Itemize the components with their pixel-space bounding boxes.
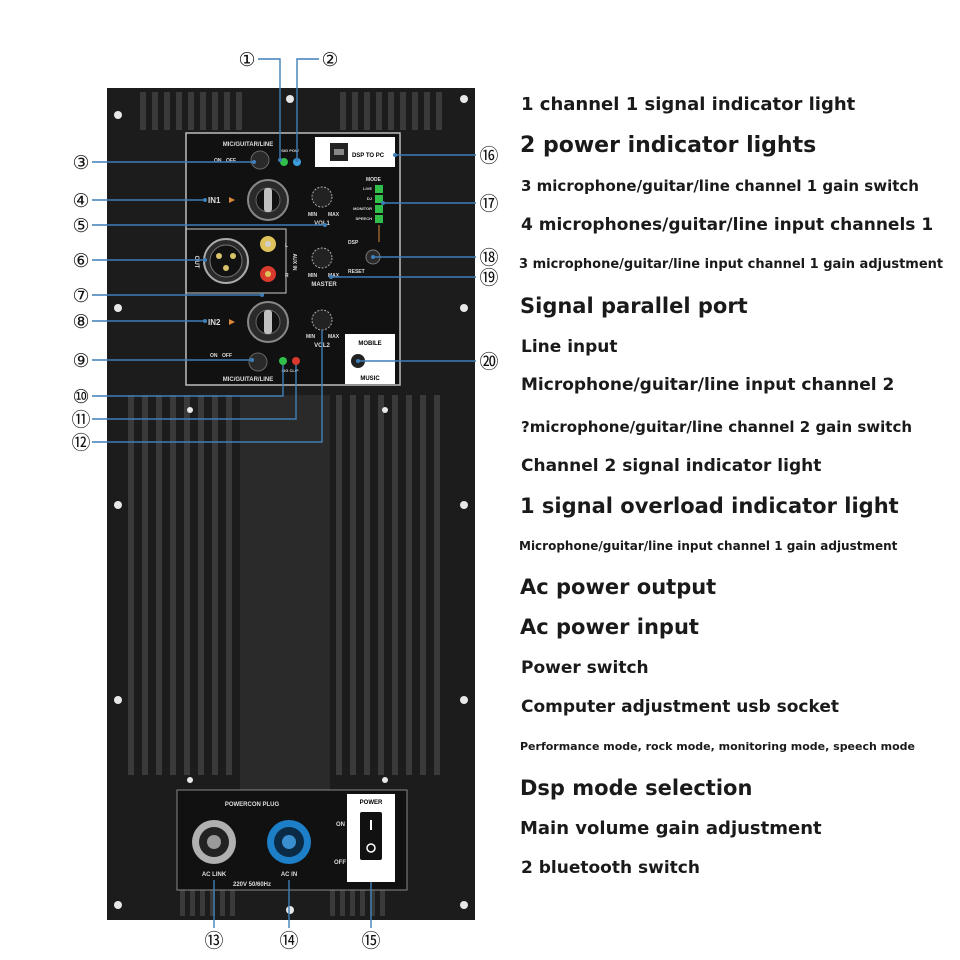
in2-label: IN2 — [208, 318, 221, 327]
reset-label: RESET — [348, 269, 365, 275]
out-label: OUT — [193, 256, 199, 269]
music-label: MUSIC — [360, 376, 380, 382]
callout-5: ⑤ — [72, 215, 89, 237]
vol1-min-label: MIN — [308, 212, 318, 218]
dsp-to-pc-label: DSP TO PC — [352, 153, 385, 159]
power-label: POWER — [360, 800, 383, 806]
vol2-max-label: MAX — [328, 334, 340, 340]
mic-guitar-line-top-label: MIC/GUITAR/LINE — [223, 142, 274, 148]
callout-dots — [203, 153, 397, 363]
mounting-holes — [114, 95, 468, 914]
vol2-knob[interactable] — [311, 309, 333, 331]
power-off-label: OFF — [334, 860, 346, 866]
out-box — [185, 228, 287, 294]
sig-clip-label: SIG CLIP — [281, 368, 298, 373]
vol2-min-label: MIN — [306, 334, 316, 340]
switch1-off-label: OFF — [226, 158, 236, 164]
voltage-label: 220V 50/60Hz — [233, 882, 271, 888]
left-fins — [128, 395, 232, 775]
in1-label: IN1 — [208, 196, 221, 205]
callout-4: ④ — [72, 190, 89, 212]
right-fins — [336, 395, 440, 775]
callout-9: ⑨ — [72, 350, 89, 372]
callout-8: ⑧ — [72, 311, 89, 333]
callout-3: ③ — [72, 152, 89, 174]
callout-7: ⑦ — [72, 285, 89, 307]
sig-pow-label: SIG POW — [281, 148, 299, 153]
aux-l-label: L — [285, 243, 288, 249]
switch1-on-label: ON — [214, 158, 222, 164]
callout-2: ② — [321, 49, 338, 71]
mode-dj-label: DJ — [367, 196, 372, 201]
mic-guitar-line-bottom-label: MIC/GUITAR/LINE — [223, 377, 274, 383]
vol1-max-label: MAX — [328, 212, 340, 218]
callout-14: ⑭ — [279, 930, 298, 952]
center-channel — [240, 395, 330, 790]
mode-label: MODE — [366, 177, 382, 183]
ac-link-label: AC LINK — [202, 872, 227, 878]
callout-17: ⑰ — [479, 193, 498, 215]
aux-r-label: R — [285, 273, 289, 279]
callout-12: ⑫ — [71, 432, 90, 454]
callout-numbers: ① ② ③ ④ ⑤ ⑥ ⑦ ⑧ ⑨ ⑩ ⑪ ⑫ ⑬ ⑭ ⑮ ⑯ ⑰ ⑱ ⑲ ⑳ — [71, 49, 498, 952]
master-knob[interactable] — [311, 247, 333, 269]
gain-switch-2[interactable] — [248, 352, 268, 372]
powercon-plug-label: POWERCON PLUG — [225, 802, 280, 808]
mobile-label: MOBILE — [358, 341, 381, 347]
mode-leds — [375, 185, 383, 223]
bottom-fins — [180, 890, 385, 916]
callout-10: ⑩ — [72, 386, 89, 408]
gain-switch-1[interactable] — [250, 150, 270, 170]
mode-speech-label: SPEECH — [356, 216, 373, 221]
callout-13: ⑬ — [204, 930, 223, 952]
ac-in-label: AC IN — [281, 872, 297, 878]
dsp-label: DSP — [348, 240, 359, 246]
power-switch[interactable] — [360, 812, 382, 860]
callout-1: ① — [238, 49, 255, 71]
vol1-label: VOL1 — [314, 221, 330, 227]
master-min-label: MIN — [308, 273, 318, 279]
signal-led-2 — [279, 357, 287, 365]
power-on-label: ON — [336, 822, 345, 828]
aux-in-label: AUX IN — [291, 254, 297, 271]
master-max-label: MAX — [328, 273, 340, 279]
callout-6: ⑥ — [72, 250, 89, 272]
top-fins — [140, 92, 442, 130]
mode-monitor-label: MONITOR — [353, 206, 372, 211]
mode-live-label: LIVE — [363, 186, 372, 191]
callout-19: ⑲ — [479, 267, 498, 289]
callout-20: ⑳ — [479, 351, 498, 373]
switch2-off-label: OFF — [222, 353, 232, 359]
dsp-to-pc-box — [315, 137, 395, 167]
clip-led — [292, 357, 300, 365]
vol1-knob[interactable] — [311, 186, 333, 208]
callout-18: ⑱ — [479, 247, 498, 269]
switch2-on-label: ON — [210, 353, 218, 359]
callout-15: ⑮ — [361, 930, 380, 952]
master-label: MASTER — [311, 282, 337, 288]
callout-lines — [92, 58, 476, 928]
callout-16: ⑯ — [479, 145, 498, 167]
callout-11: ⑪ — [71, 409, 90, 431]
